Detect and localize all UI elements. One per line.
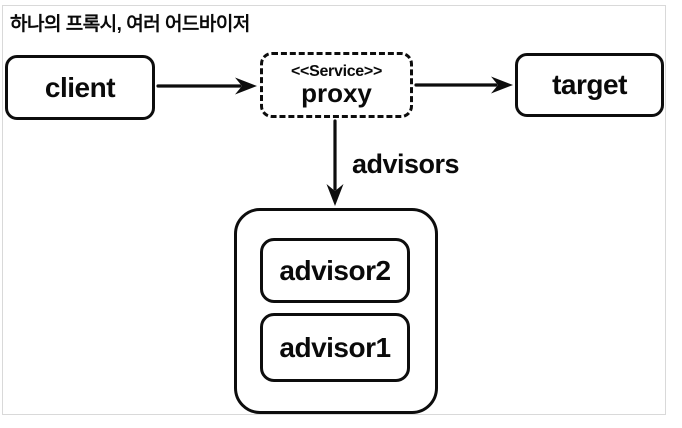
target-node: target (515, 53, 664, 117)
advisors-edge-label: advisors (352, 149, 460, 179)
advisor1-node: advisor1 (260, 313, 410, 382)
target-node-label: target (552, 69, 627, 101)
diagram-title: 하나의 프록시, 여러 어드바이저 (10, 14, 250, 35)
client-node-label: client (44, 71, 116, 103)
proxy-node-label: proxy (301, 78, 372, 109)
proxy-node: <<Service>> proxy (260, 52, 413, 118)
advisor2-node: advisor2 (260, 238, 410, 303)
diagram-frame (2, 5, 666, 415)
advisor1-node-label: advisor1 (279, 331, 391, 363)
client-node: client (5, 55, 155, 120)
proxy-stereotype-label: <<Service>> (290, 62, 382, 80)
advisor2-node-label: advisor2 (279, 254, 391, 286)
